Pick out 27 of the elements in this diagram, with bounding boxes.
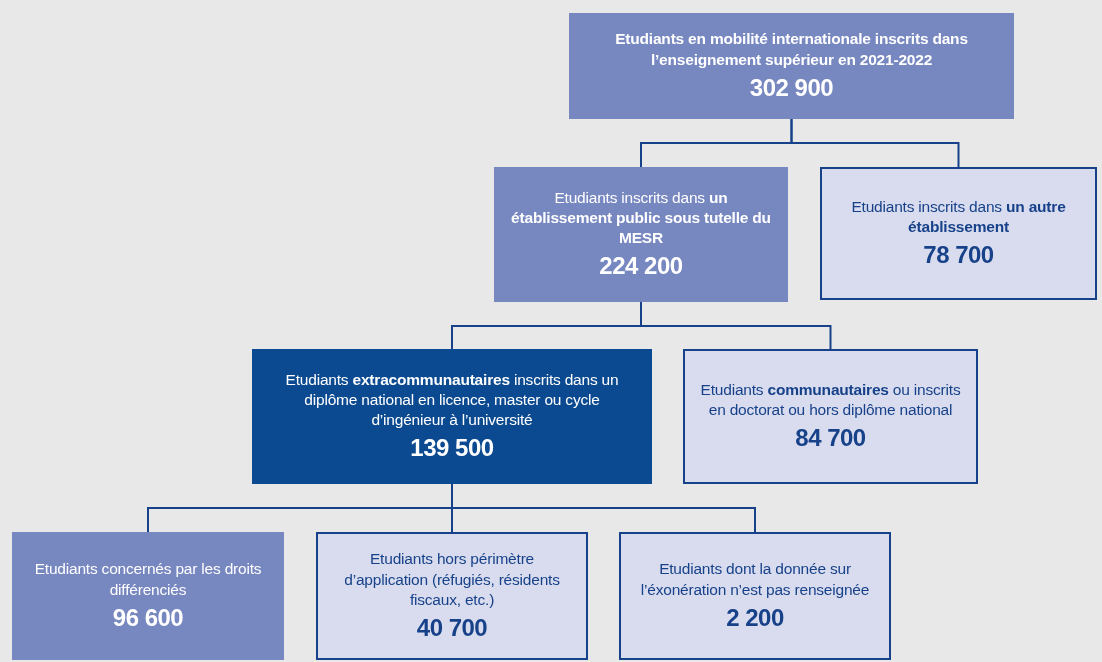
count-value: 96 600 bbox=[112, 603, 184, 633]
connector-line bbox=[640, 301, 832, 350]
count-value: 2 200 bbox=[726, 603, 784, 633]
count-value: 224 200 bbox=[599, 252, 683, 282]
box-description: Etudiants en mobilité internationale inscrits dans l’enseignement supérieur en 2021-2022 bbox=[614, 29, 969, 70]
box-description: Etudiants inscrits dans un autre établissement bbox=[850, 196, 1067, 238]
box-description: Etudiants concernés par les droits différenciés bbox=[33, 559, 263, 600]
count-value: 78 700 bbox=[923, 241, 994, 271]
count-value: 84 700 bbox=[795, 424, 866, 454]
box-description: Etudiants hors périmètre d’application (réfugiés, résidents fiscaux, etc.) bbox=[343, 549, 561, 610]
count-box bbox=[619, 532, 891, 660]
count-box bbox=[683, 349, 978, 484]
count-box bbox=[820, 167, 1097, 300]
count-value: 302 900 bbox=[749, 73, 834, 103]
count-value: 139 500 bbox=[410, 434, 494, 464]
box-description: Etudiants communautaires ou inscrits en doctorat ou hors diplôme national bbox=[699, 379, 962, 421]
count-box bbox=[12, 532, 284, 660]
count-box bbox=[252, 349, 652, 484]
box-description: Etudiants inscrits dans un établissement public sous tutelle du MESR bbox=[510, 187, 772, 249]
count-value: 40 700 bbox=[416, 613, 488, 643]
count-box bbox=[569, 13, 1014, 119]
connector-line bbox=[790, 118, 960, 168]
connector-line bbox=[451, 483, 756, 533]
box-description: Etudiants dont la donnée sur l’éxonération n’est pas renseignée bbox=[639, 559, 871, 600]
box-description: Etudiants extracommunautaires inscrits dans un diplôme national en licence, master ou cycle d’ingénieur à l’université bbox=[284, 369, 620, 431]
count-box bbox=[494, 167, 788, 302]
count-box bbox=[316, 532, 588, 660]
